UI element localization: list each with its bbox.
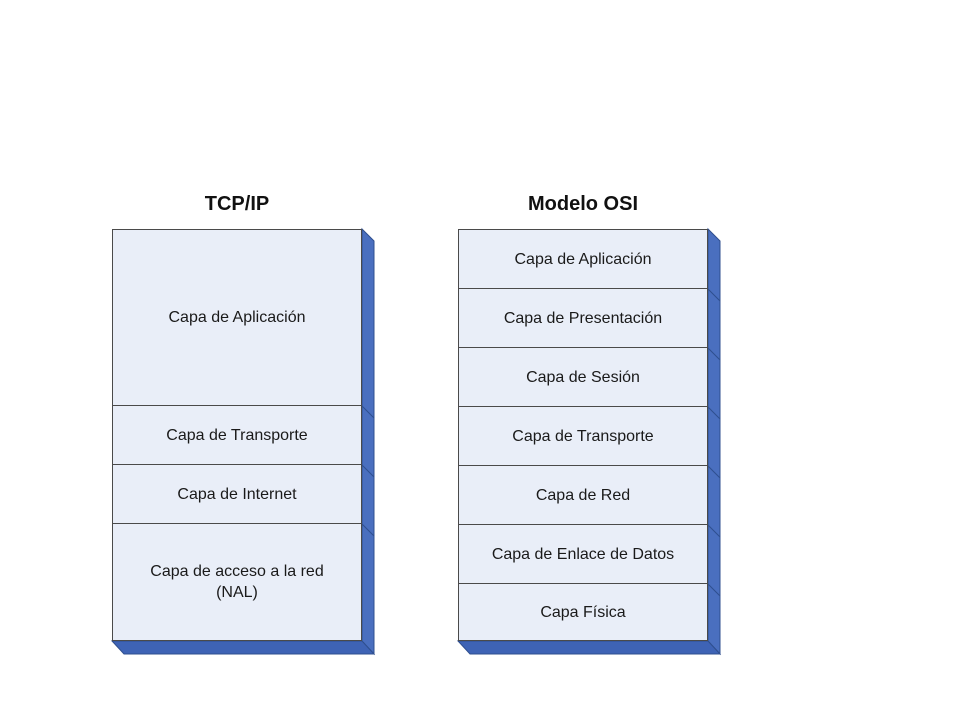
osi-session-layer: Capa de Sesión: [458, 347, 708, 407]
osi-transport-layer: Capa de Transporte: [458, 406, 708, 466]
tcpip-transport-layer: Capa de Transporte: [112, 405, 362, 465]
side-divider-line: [707, 465, 721, 479]
side-divider-line: [707, 583, 721, 597]
side-divider-line: [707, 288, 721, 302]
osi-presentation-layer: Capa de Presentación: [458, 288, 708, 348]
side-divider-line: [361, 523, 375, 537]
side-divider-line: [707, 406, 721, 420]
tcpip-network-access-layer: Capa de acceso a la red (NAL): [112, 523, 362, 641]
tcpip-application-layer: Capa de Aplicación: [112, 229, 362, 406]
tcpip-stack-depth-shading: [110, 227, 376, 656]
tcpip-title: TCP/IP: [204, 193, 270, 215]
osi-stack-depth-shading: [456, 227, 722, 656]
side-divider-line: [707, 347, 721, 361]
osi-model-title: Modelo OSI: [528, 193, 638, 215]
tcpip-internet-layer: Capa de Internet: [112, 464, 362, 524]
side-divider-line: [361, 405, 375, 419]
osi-layer-stack: Capa de Aplicación Capa de Presentación …: [456, 227, 722, 656]
side-divider-line: [707, 524, 721, 538]
osi-physical-layer: Capa Física: [458, 583, 708, 641]
osi-network-layer: Capa de Red: [458, 465, 708, 525]
osi-data-link-layer: Capa de Enlace de Datos: [458, 524, 708, 584]
tcpip-layers: Capa de Aplicación Capa de Transporte Ca…: [112, 229, 362, 641]
osi-application-layer: Capa de Aplicación: [458, 229, 708, 289]
osi-layers: Capa de Aplicación Capa de Presentación …: [458, 229, 708, 641]
side-divider-line: [361, 464, 375, 478]
tcpip-layer-stack: Capa de Aplicación Capa de Transporte Ca…: [110, 227, 376, 656]
